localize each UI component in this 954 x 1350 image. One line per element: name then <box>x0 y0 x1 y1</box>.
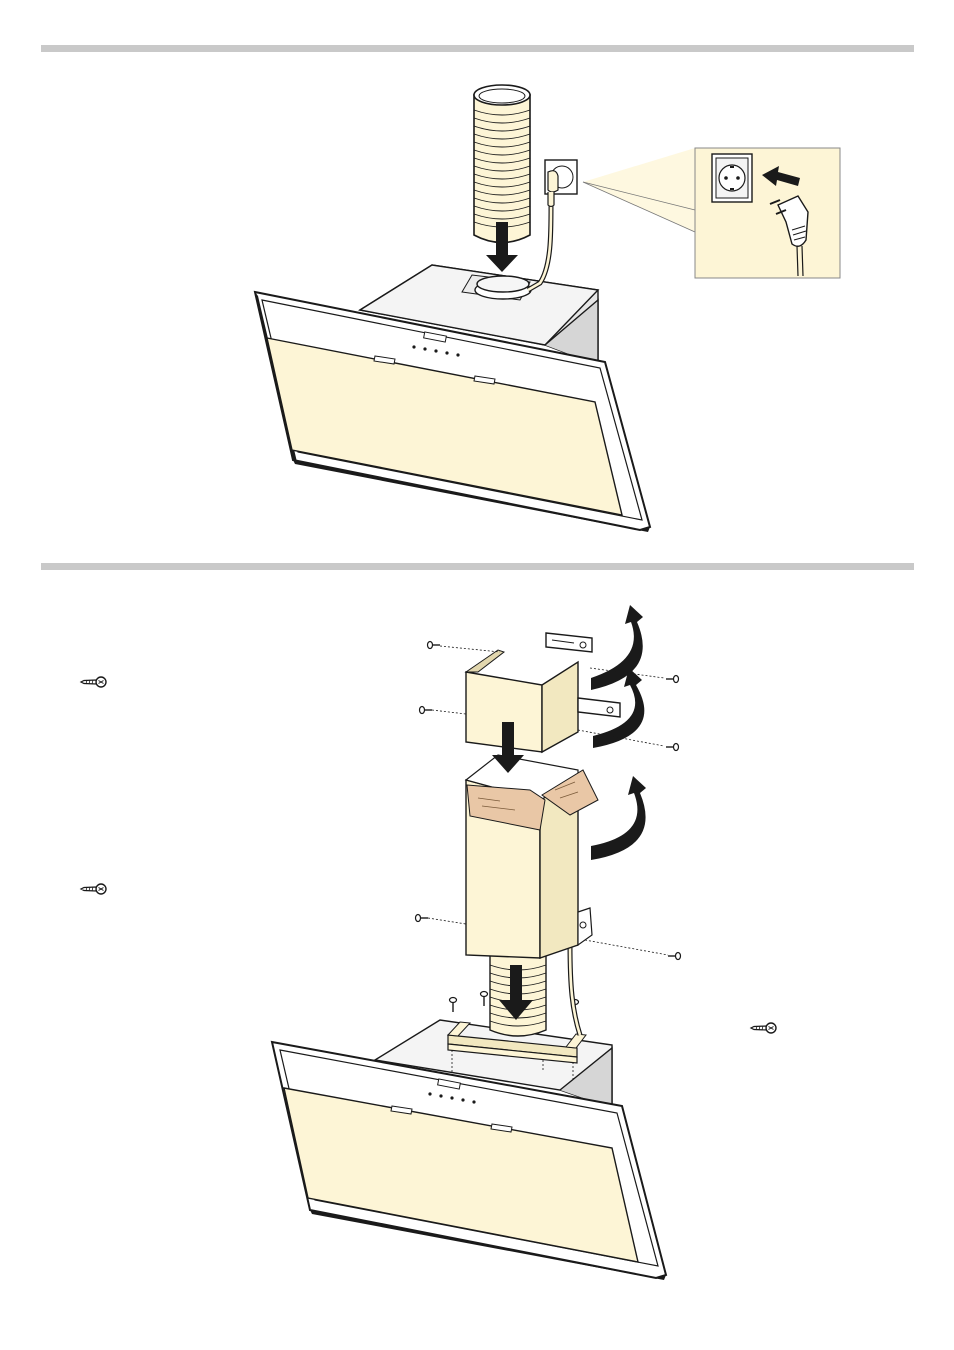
wall-socket-icon <box>712 154 752 202</box>
rotate-arrow-icon <box>591 776 646 860</box>
screw-icon <box>666 676 679 683</box>
power-cable <box>570 945 580 1035</box>
figure-duct-and-plug <box>255 85 840 532</box>
power-cable <box>528 195 551 290</box>
screw-icon <box>420 707 433 714</box>
screw-icon <box>751 1023 776 1033</box>
mounting-bracket <box>578 698 620 717</box>
screw-icon <box>481 992 488 1007</box>
duct-connector-ring <box>475 276 531 299</box>
flexible-duct <box>474 85 530 243</box>
figure-chimney-assembly <box>81 605 776 1280</box>
screw-icon <box>450 998 457 1013</box>
screw-icon <box>81 677 106 687</box>
screw-icon <box>81 884 106 894</box>
wall-socket-icon <box>545 160 577 207</box>
screw-icon <box>668 953 681 960</box>
screw-icon <box>666 744 679 751</box>
mounting-bracket <box>546 633 592 652</box>
upper-chimney-section <box>466 650 578 752</box>
screw-icon <box>416 915 429 922</box>
screw-icon <box>428 642 441 649</box>
